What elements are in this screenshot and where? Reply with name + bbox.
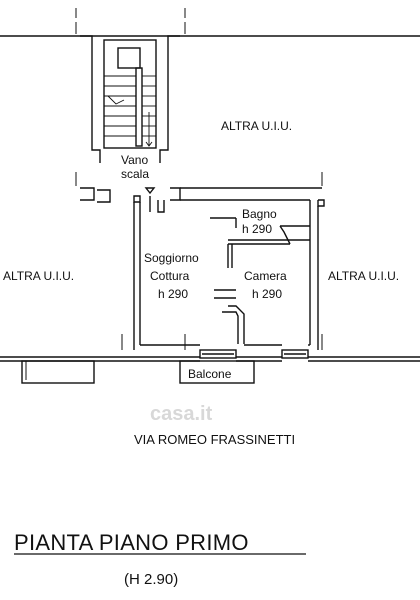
plan-subtitle: (H 2.90) [124, 571, 178, 588]
watermark: casa.it [150, 403, 213, 425]
label-soggiorno: Soggiorno [144, 251, 199, 265]
label-altra-left: ALTRA U.I.U. [3, 269, 74, 283]
bathroom-walls [210, 217, 310, 268]
left-balcony [21, 360, 95, 384]
front-wall [0, 344, 420, 362]
landing-walls [80, 187, 322, 212]
balcone-outline [179, 360, 255, 384]
plan-title: PIANTA PIANO PRIMO [14, 530, 249, 555]
label-bagno-height: h 290 [242, 222, 272, 236]
label-altra-top: ALTRA U.I.U. [221, 119, 292, 133]
label-camera-height: h 290 [252, 287, 282, 301]
label-camera: Camera [244, 269, 287, 283]
label-altra-right: ALTRA U.I.U. [328, 269, 399, 283]
street-name: VIA ROMEO FRASSINETTI [134, 432, 295, 447]
label-bagno: Bagno [242, 207, 277, 221]
staircase [80, 35, 180, 163]
label-scala: scala [121, 167, 149, 181]
label-balcone: Balcone [188, 367, 232, 381]
room-divider [214, 289, 245, 344]
label-cottura: Cottura [150, 269, 190, 283]
apartment-walls [133, 195, 325, 350]
label-vano: Vano [121, 153, 148, 167]
label-soggiorno-height: h 290 [158, 287, 188, 301]
axis-marks [75, 8, 323, 350]
